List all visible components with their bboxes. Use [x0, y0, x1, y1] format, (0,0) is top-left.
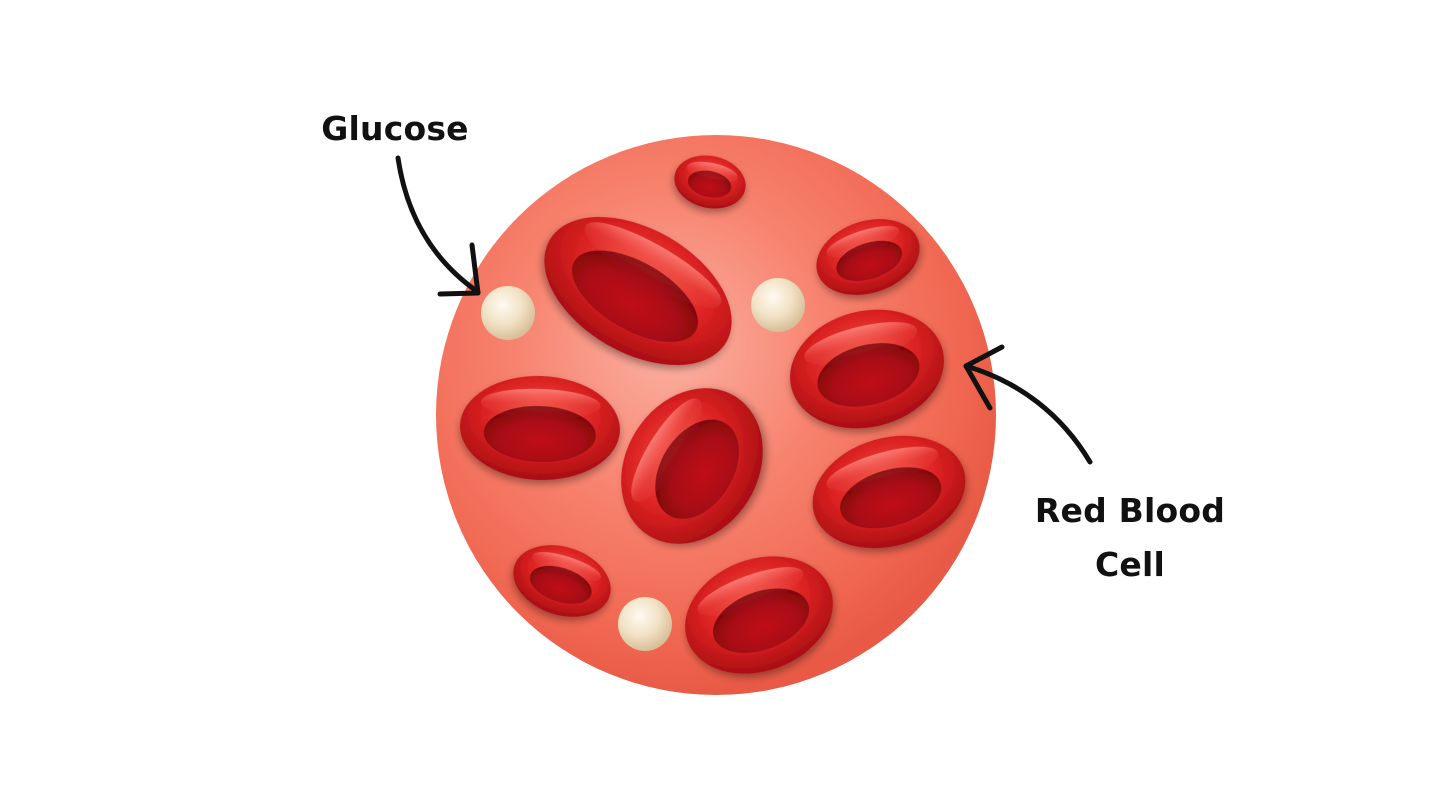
glucose-molecule — [481, 286, 535, 340]
glucose-molecule — [751, 278, 805, 332]
red-blood-cell-label-line2: Cell — [1094, 545, 1166, 584]
red-blood-cell — [513, 545, 611, 617]
red-blood-cell-label-line1: Red Blood — [1034, 491, 1226, 530]
rbc-pointer-arrow — [963, 344, 1093, 465]
red-blood-cell — [621, 388, 763, 544]
glucose-label: Glucose — [321, 109, 469, 148]
red-blood-cell — [544, 216, 732, 366]
glucose-molecule — [618, 597, 672, 651]
red-blood-cell — [674, 155, 746, 209]
red-blood-cell — [460, 375, 620, 481]
red-blood-cell — [816, 219, 920, 295]
red-blood-cell — [685, 556, 833, 674]
red-blood-cell-label: Red Blood Cell — [1010, 484, 1250, 592]
red-blood-cell — [790, 309, 944, 429]
red-blood-cell — [812, 435, 966, 549]
glucose-pointer-arrow — [395, 155, 481, 297]
